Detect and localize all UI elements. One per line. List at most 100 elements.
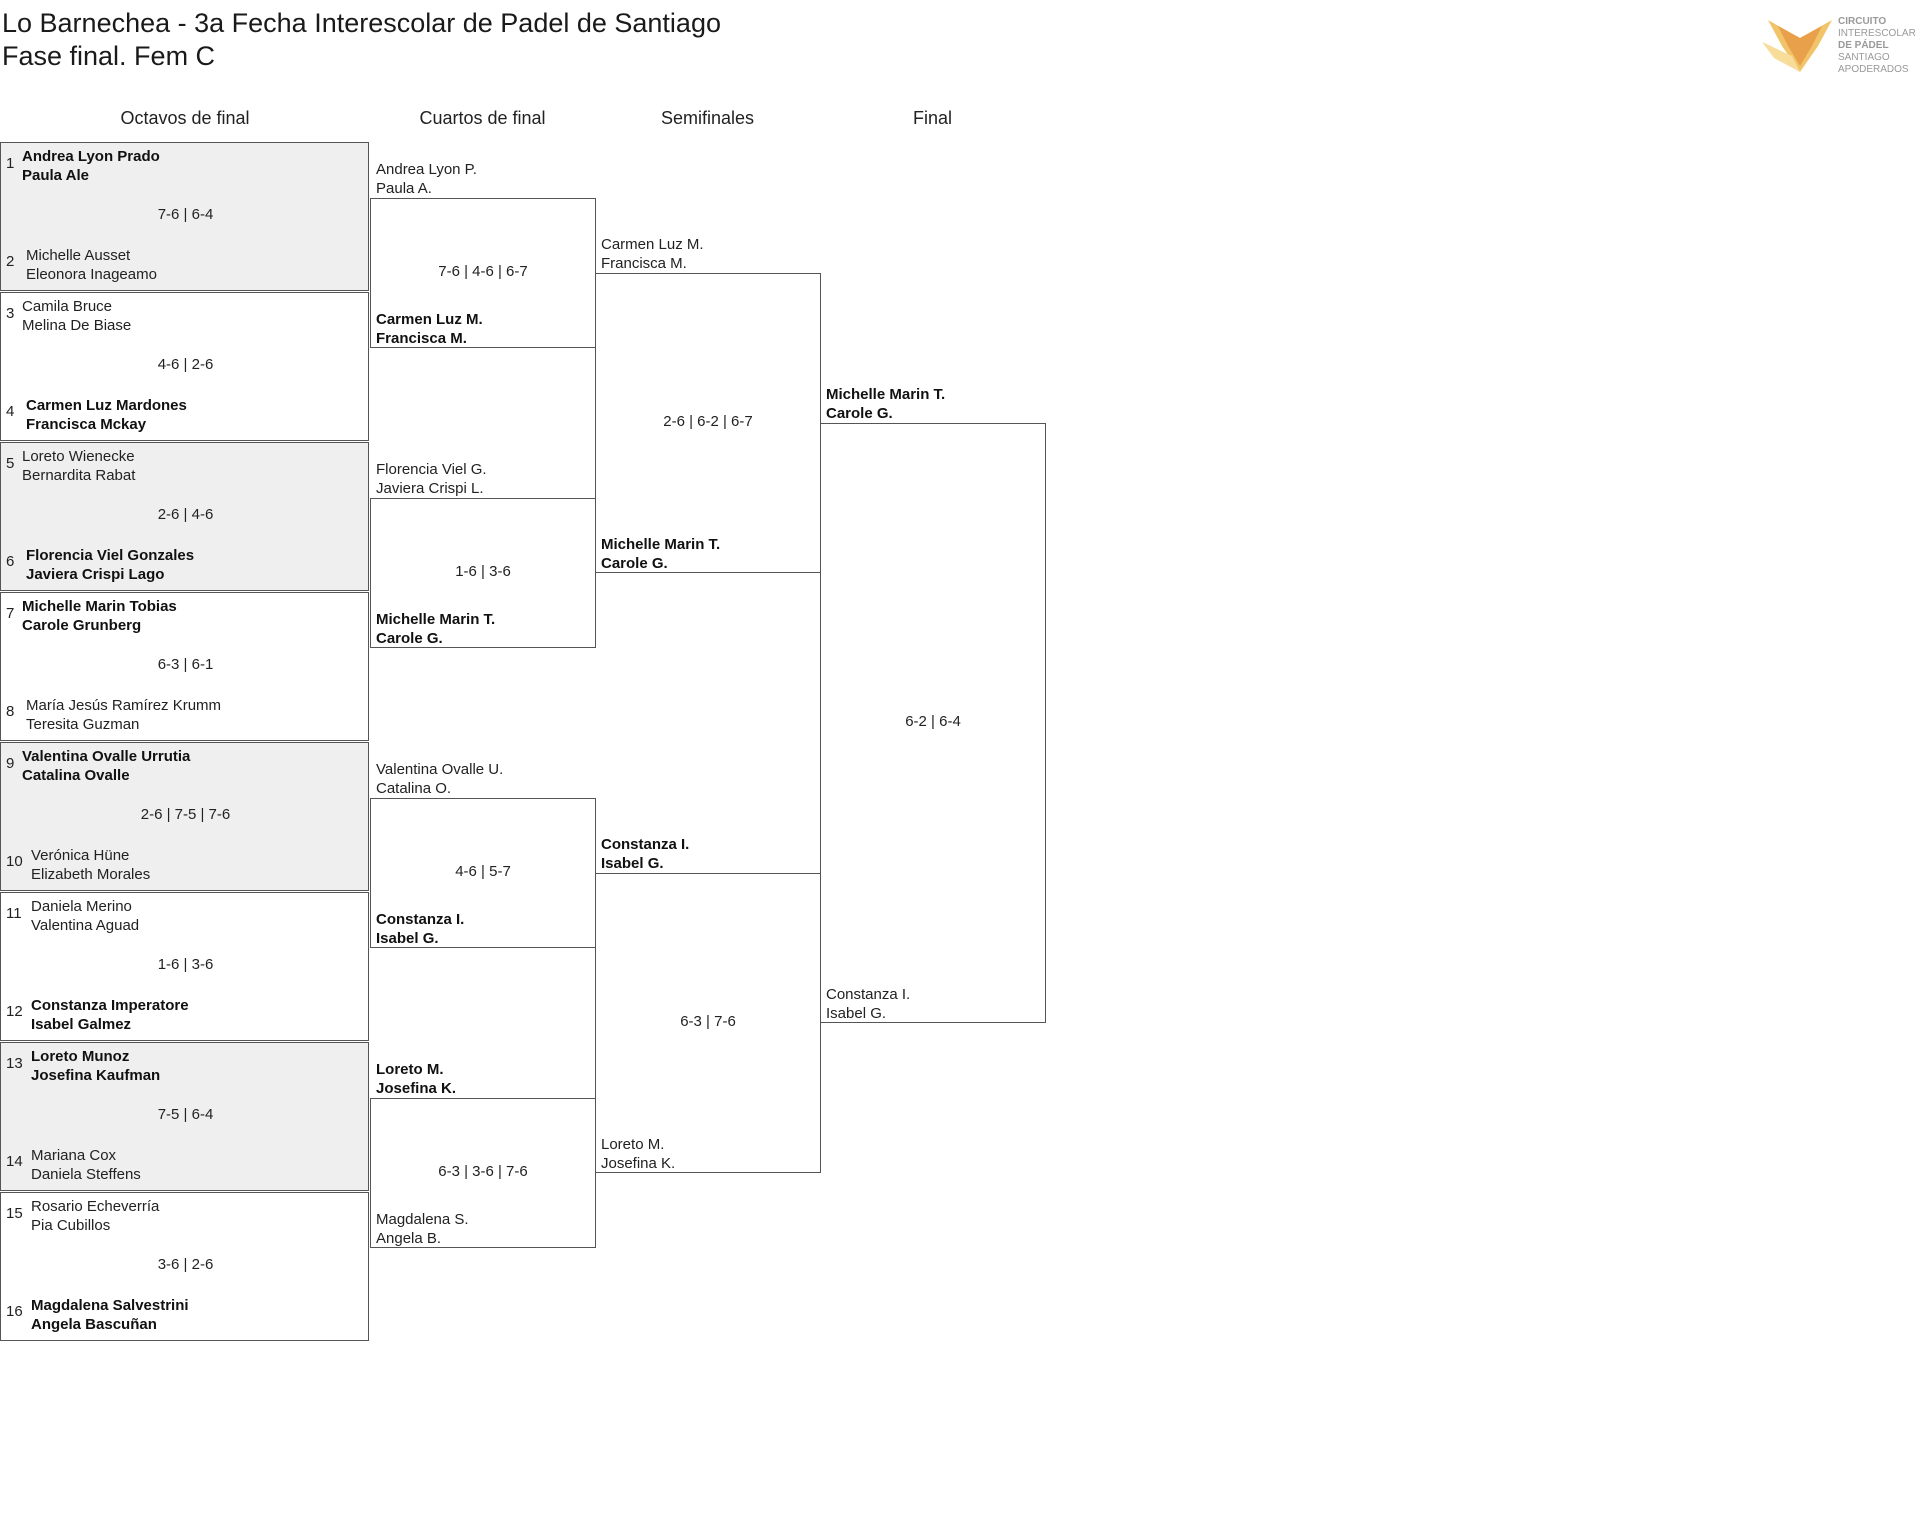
player-name: Rosario Echeverría — [31, 1198, 160, 1215]
player-name: Andrea Lyon Prado — [22, 148, 160, 165]
seed-number: 1 — [6, 155, 15, 172]
seed-number: 4 — [6, 403, 15, 420]
logo-line: APODERADOS — [1838, 64, 1909, 75]
player-name: Francisca M. — [601, 255, 687, 272]
player-name: Constanza I. — [826, 986, 911, 1003]
seed-number: 2 — [6, 253, 15, 270]
round-header-octavos: Octavos de final — [120, 108, 250, 128]
player-name: Melina De Biase — [22, 317, 132, 334]
match-score: 2-6 | 6-2 | 6-7 — [663, 413, 753, 430]
player-name: Javiera Crispi L. — [376, 480, 484, 497]
logo-line: INTERESCOLAR — [1838, 28, 1916, 39]
seed-number: 7 — [6, 605, 15, 622]
player-name: Eleonora Inageamo — [26, 266, 157, 283]
player-name: Constanza I. — [376, 911, 465, 928]
player-name: Magdalena Salvestrini — [31, 1297, 189, 1314]
player-name: Camila Bruce — [22, 298, 113, 315]
logo-line: CIRCUITO — [1838, 16, 1887, 27]
bracket-connector-quarterfinals — [370, 1098, 596, 1248]
player-name: Isabel G. — [601, 855, 664, 872]
seed-number: 9 — [6, 755, 15, 772]
page-subtitle: Fase final. Fem C — [2, 41, 216, 71]
player-name: Michelle Ausset — [26, 247, 131, 264]
match-score: 6-2 | 6-4 — [905, 713, 961, 730]
match-score: 4-6 | 2-6 — [157, 356, 214, 373]
match-score: 6-3 | 3-6 | 7-6 — [438, 1163, 528, 1180]
player-name: Carole G. — [826, 405, 893, 422]
player-name: Andrea Lyon P. — [376, 161, 477, 178]
player-name: Michelle Marin Tobias — [22, 598, 177, 615]
player-name: Loreto Munoz — [31, 1048, 130, 1065]
match-score: 6-3 | 7-6 — [680, 1013, 736, 1030]
player-name: Angela Bascuñan — [31, 1316, 157, 1333]
player-name: Daniela Steffens — [31, 1166, 141, 1183]
team-entry: Constanza I.Isabel G. — [826, 985, 910, 1023]
player-name: Magdalena S. — [376, 1211, 469, 1228]
match-score: 4-6 | 5-7 — [455, 863, 511, 880]
player-name: Michelle Marin T. — [601, 536, 721, 553]
player-name: Carmen Luz M. — [601, 236, 704, 253]
team-entry: Andrea Lyon P.Paula A. — [376, 160, 477, 198]
seed-number: 14 — [6, 1153, 23, 1170]
team-entry: Constanza I. Isabel G. — [376, 910, 464, 948]
team-entry: Carmen Luz M.Francisca M. — [376, 310, 483, 348]
player-name: Carmen Luz M. — [376, 311, 483, 328]
logo-text: CIRCUITO INTERESCOLAR DE PÁDEL SANTIAGO … — [1838, 16, 1916, 76]
seed-number: 16 — [6, 1303, 23, 1320]
seed-number: 3 — [6, 305, 15, 322]
match-score: 2-6 | 7-5 | 7-6 — [140, 806, 231, 823]
round-header-final: Final — [912, 108, 952, 128]
seed-number: 8 — [6, 703, 15, 720]
match-score: 7-6 | 6-4 — [157, 206, 214, 223]
player-name: Valentina Aguad — [31, 917, 140, 934]
player-name: Teresita Guzman — [26, 716, 140, 733]
match-score: 1-6 | 3-6 — [157, 956, 214, 973]
seed-number: 12 — [6, 1003, 23, 1020]
player-name: Josefina Kaufman — [31, 1067, 161, 1084]
player-name: Daniela Merino — [31, 898, 132, 915]
player-name: Michelle Marin T. — [826, 386, 946, 403]
player-name: Valentina Ovalle Urrutia — [22, 748, 191, 765]
team-entry: Loreto M.Josefina K. — [601, 1135, 675, 1173]
team-entry: Magdalena S.Angela B. — [376, 1210, 469, 1248]
player-name: Mariana Cox — [31, 1147, 117, 1164]
team-entry: Michelle Marin T.Carole G. — [376, 610, 495, 648]
bracket-connector-quarterfinals — [370, 498, 596, 648]
player-name: Valentina Ovalle U. — [376, 761, 504, 778]
logo-line: DE PÁDEL — [1838, 40, 1889, 51]
logo-line: SANTIAGO — [1838, 52, 1890, 63]
seed-number: 11 — [6, 905, 22, 922]
player-name: Pia Cubillos — [31, 1217, 111, 1234]
player-name: Verónica Hüne — [31, 847, 130, 864]
player-name: Catalina Ovalle — [22, 767, 130, 784]
player-name: Carole Grunberg — [22, 617, 142, 634]
seed-number: 13 — [6, 1055, 23, 1072]
team-entry: Loreto M.Josefina K. — [376, 1060, 456, 1098]
player-name: Isabel G. — [376, 930, 439, 947]
circuit-logo: CIRCUITO INTERESCOLAR DE PÁDEL SANTIAGO … — [1762, 16, 1920, 76]
player-name: Catalina O. — [376, 780, 452, 797]
player-name: Isabel Galmez — [31, 1016, 132, 1033]
player-name: Bernardita Rabat — [22, 467, 136, 484]
player-name: Florencia Viel Gonzales — [26, 547, 195, 564]
player-name: Josefina K. — [376, 1080, 457, 1097]
team-entry: Valentina Ovalle U. Catalina O. — [376, 760, 503, 798]
player-name: Javiera Crispi Lago — [26, 566, 165, 583]
